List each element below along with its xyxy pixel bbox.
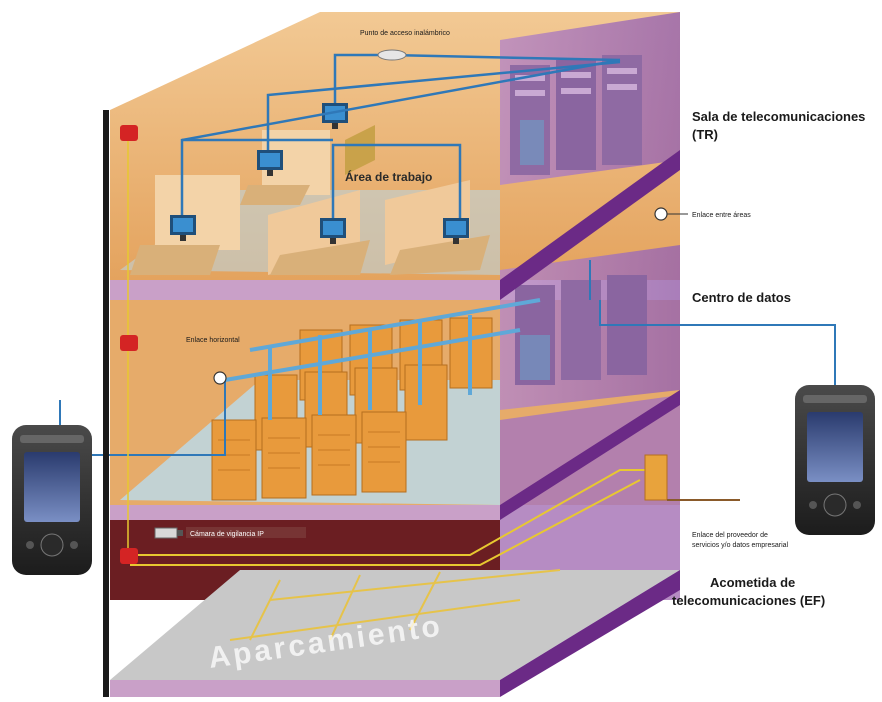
parking-floor [110,570,680,680]
bottom-slab [110,680,500,697]
work-area-label: Área de trabajo [345,169,432,184]
top-floor-slab [110,280,500,300]
provider-cabling [120,469,660,566]
provider-link-label-line1: Enlace del proveedor de [692,532,768,539]
provider-link-label-line2: servicios y/o datos empresarial [692,542,789,549]
server-vent-lines [218,431,400,471]
fire-alarm-icon [120,125,138,564]
data-center-label: Centro de datos [692,290,791,305]
inter-area-link-label: Enlace entre áreas [692,212,751,219]
middle-floor-slab [110,505,500,520]
data-center-cabinets [515,275,647,385]
bottom-slab-edge [500,570,680,697]
right-side-wall-low [500,395,680,600]
horizontal-link-label: Enlace horizontal [186,337,240,344]
building-edge-pole [103,110,109,697]
cable-tester-right-icon [795,385,875,535]
parking-lines [229,569,561,641]
telecom-room-label-line1: Sala de telecomunicaciones [692,109,865,124]
wireless-ap-icon [377,49,407,61]
middle-floor-slab-edge [500,390,680,520]
horizontal-link-marker [213,371,227,385]
entrance-facility-label-line1: Acometida de [710,575,795,590]
data-center-cable-tray [224,298,541,420]
top-floor-slab-edge [500,150,680,300]
cable-tester-left-icon [12,425,92,575]
inter-area-link-marker [654,207,668,221]
top-floor-cabling [180,53,621,218]
ip-camera-label-bg [186,527,306,538]
monitor-icon [170,103,469,244]
telecom-room-label-line2: (TR) [692,127,718,142]
ip-camera-icon [154,527,183,539]
wireless-ap-label: Punto de acceso inalámbrico [360,30,450,37]
telecom-room-cabinets [510,55,642,175]
entrance-facility-label-line2: telecomunicaciones (EF) [672,593,825,608]
workstations [130,125,490,275]
ip-camera-label: Cámara de vigilancia IP [190,531,264,538]
entrance-facility-box [644,454,668,501]
